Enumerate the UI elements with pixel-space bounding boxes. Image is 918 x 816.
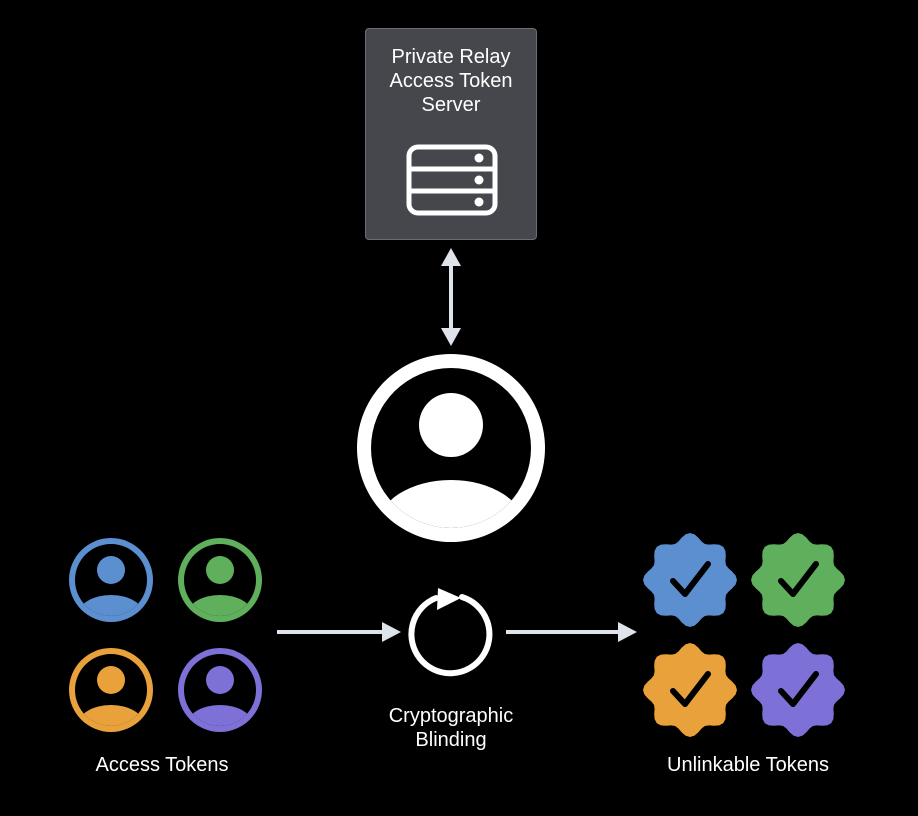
server-title: Private Relay Access Token Server [366, 45, 536, 117]
unlinkable-token-badges [643, 533, 845, 737]
access-token-server: Private Relay Access Token Server [365, 28, 537, 240]
checkmark-badge-icon-blue [643, 533, 737, 627]
blinding-label: Cryptographic Blinding [362, 704, 540, 752]
server-title-line-1: Private Relay [391, 46, 511, 68]
server-title-line-2: Access Token [389, 70, 513, 92]
checkmark-badge-icon-purple [751, 643, 845, 737]
checkmark-badge-icon-orange [643, 643, 737, 737]
server-title-line-3: Server [421, 94, 481, 116]
access-token-green [178, 538, 262, 622]
bidirectional-arrow [441, 248, 461, 346]
arrow-to-blinding [277, 622, 401, 642]
blinding-label-line-1: Cryptographic [388, 705, 514, 727]
checkmark-badge-icon-green [751, 533, 845, 627]
refresh-icon [408, 588, 493, 677]
access-token-orange [69, 648, 153, 732]
user-circle-icon [357, 354, 545, 542]
server-icon [406, 144, 498, 216]
access-token-blue [69, 538, 153, 622]
arrow-to-unlinkable [506, 622, 637, 642]
blinding-label-line-2: Blinding [415, 729, 487, 751]
access-token-purple [178, 648, 262, 732]
access-tokens-label: Access Tokens [95, 754, 229, 776]
unlinkable-tokens-label: Unlinkable Tokens [667, 754, 829, 776]
